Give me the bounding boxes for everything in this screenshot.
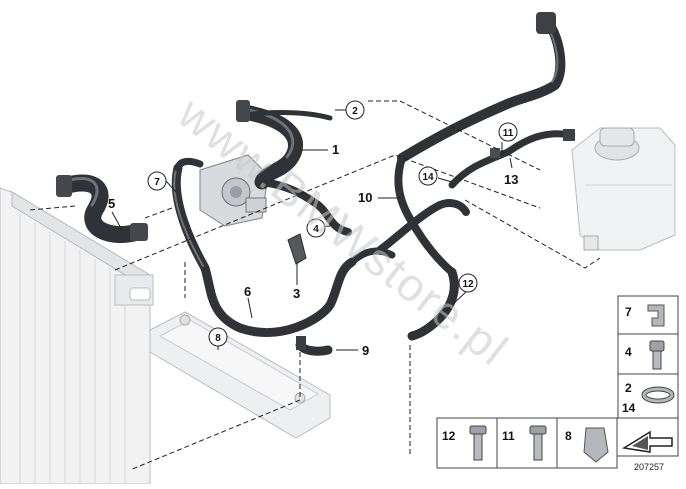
legend-item-4: 4 [625, 345, 632, 359]
legend-item-7: 7 [625, 305, 632, 319]
legend-item-11: 11 [502, 429, 515, 443]
legend-item-2: 2 [625, 381, 632, 395]
callout-8: 8 [215, 333, 221, 344]
hose-13 [448, 129, 575, 189]
legend-item-8: 8 [565, 429, 572, 443]
callout-3: 3 [293, 286, 300, 301]
callout-9: 9 [362, 343, 369, 358]
callout-5: 5 [108, 196, 115, 211]
legend-item-14: 14 [622, 401, 636, 415]
callout-1: 1 [332, 142, 339, 157]
hose-9 [295, 336, 333, 356]
callout-13: 13 [504, 172, 518, 187]
callout-2: 2 [352, 106, 358, 117]
callout-6: 6 [244, 284, 251, 299]
radiator [0, 187, 154, 485]
dashed-connections [29, 100, 601, 471]
fitting-11 [490, 148, 500, 158]
callout-11: 11 [503, 128, 514, 139]
legend-column: 7 4 2 14 [617, 295, 679, 419]
leader-lines [111, 109, 513, 351]
hose-5 [56, 174, 148, 244]
hose-2 [397, 12, 566, 163]
fitting-3 [287, 233, 307, 265]
legend-item-12: 12 [442, 429, 456, 443]
callout-4: 4 [313, 224, 319, 235]
callout-12: 12 [462, 279, 474, 290]
hose-4 [258, 178, 352, 236]
hose-12 [407, 267, 459, 341]
legend-row: 12 11 8 207257 [436, 417, 679, 472]
hose-1 [236, 100, 333, 190]
callout-7: 7 [154, 177, 160, 188]
expansion-tank [571, 127, 676, 251]
hose-10 [348, 154, 470, 276]
diagram-number: 207257 [634, 462, 664, 472]
callouts: 1 2 3 4 5 6 7 8 9 10 11 12 13 14 [108, 100, 518, 358]
water-pump [199, 154, 269, 227]
callout-14: 14 [422, 172, 434, 183]
callout-10: 10 [358, 190, 372, 205]
hose-6 [171, 157, 357, 337]
